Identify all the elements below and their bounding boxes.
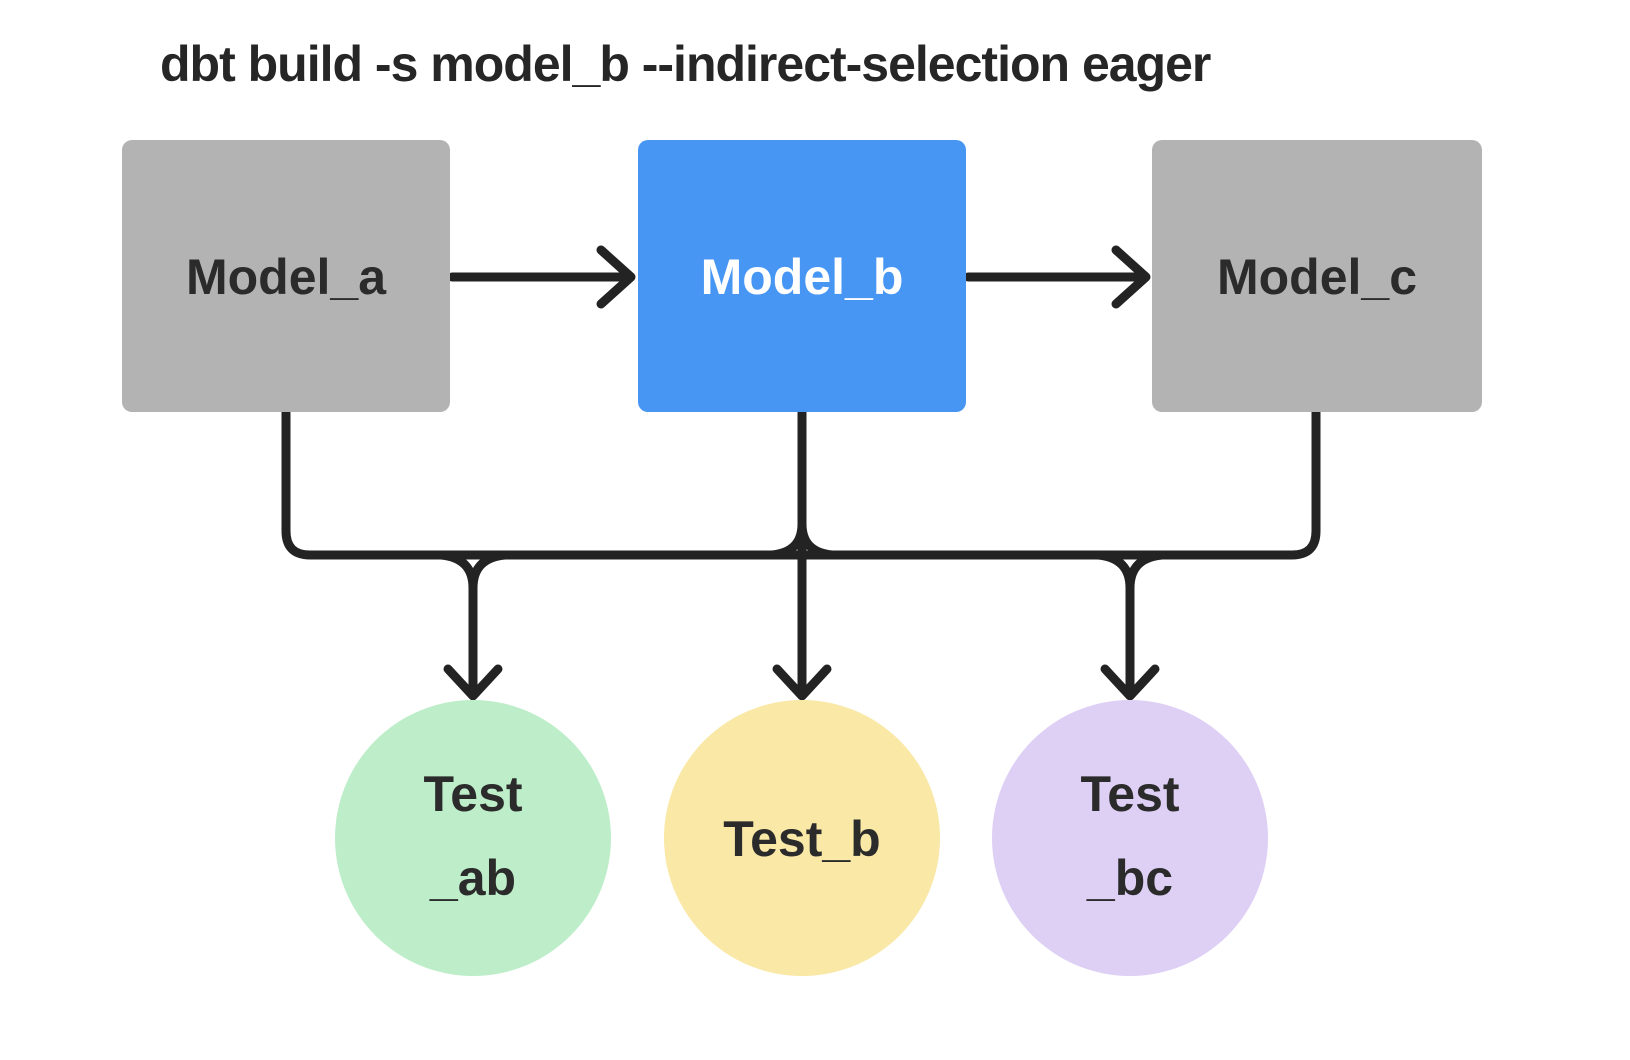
edges [281,245,1321,701]
node-test-bc-label-line2: _bc [1086,850,1173,906]
node-model-b-label: Model_b [701,249,904,305]
arrowhead-model-b-to-model-c-icon [1111,245,1151,309]
node-model-b-selected [638,140,966,412]
diagram-title: dbt build -s model_b --indirect-selectio… [160,36,1211,92]
arrowhead-model-a-to-model-b-icon [596,245,636,309]
arrowhead-test-b-icon [772,664,832,701]
node-test-bc-label-line1: Test [1080,766,1179,822]
model-nodes: Model_a Model_b Model_c [122,140,1482,412]
node-test-b-label: Test_b [723,811,880,867]
arrowhead-test-ab-icon [443,664,503,701]
node-model-c-label: Model_c [1217,249,1417,305]
node-model-a-label: Model_a [186,249,387,305]
node-model-a [122,140,450,412]
test-nodes: Test _ab Test_b Test _bc [335,700,1268,976]
arrowhead-test-bc-icon [1100,664,1160,701]
node-model-c [1152,140,1482,412]
node-test-ab [335,700,611,976]
node-test-b [664,700,940,976]
node-test-ab-label-line2: _ab [429,850,516,906]
node-test-bc [992,700,1268,976]
node-test-ab-label-line1: Test [423,766,522,822]
edge-rail-fillet-right-model-b [797,519,837,560]
